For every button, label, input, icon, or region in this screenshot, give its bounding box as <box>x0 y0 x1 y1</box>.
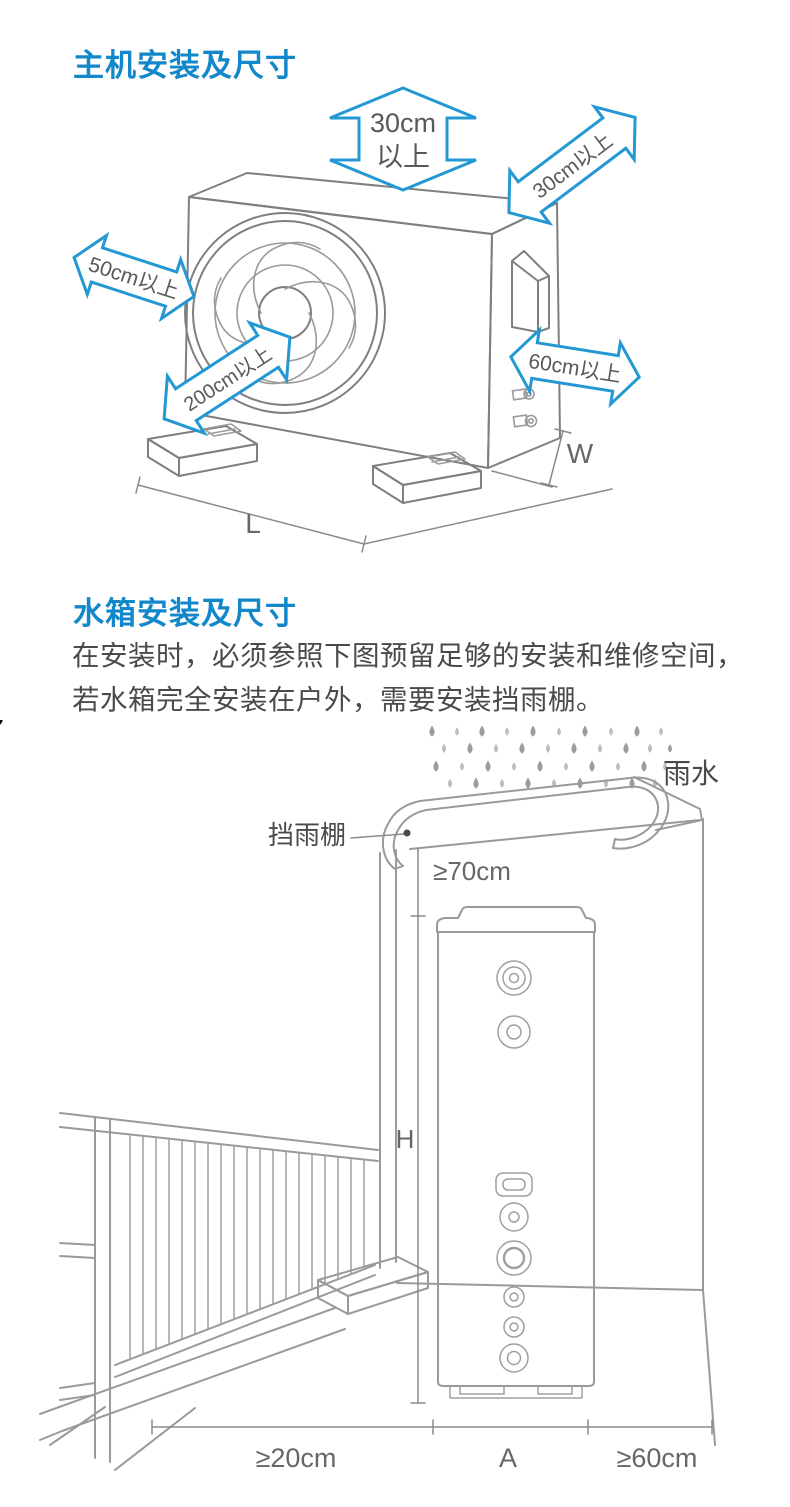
tank-installation-diagram: 雨水 挡雨棚 <box>0 720 719 1473</box>
water-tank-drawing <box>436 906 596 1399</box>
left-clearance-dim-label: ≥20cm <box>256 1443 337 1473</box>
right-clearance-dim-label: ≥60cm <box>617 1443 698 1473</box>
rain-icon <box>0 720 672 789</box>
tank-fittings <box>495 960 533 1373</box>
unit-side-face <box>487 202 561 469</box>
dimension-lines <box>135 428 613 553</box>
fan-icon <box>184 212 386 414</box>
top-clearance-label-line1: 30cm <box>370 108 436 138</box>
top-clearance-arrow <box>329 86 477 192</box>
right-clearance-arrow: 60cm以上 <box>508 325 642 409</box>
left-clearance-arrow: 50cm以上 <box>72 231 196 323</box>
vertical-dimension-line <box>410 848 426 1404</box>
length-dim-label: L <box>245 508 261 539</box>
bottom-dimension-line <box>151 1419 713 1435</box>
step-block <box>317 1256 429 1315</box>
clearance-arrows: 30cm 以上 30cm以上 50cm以上 200cm以上 60cm以上 <box>72 86 642 437</box>
side-pipe-cover <box>511 250 550 333</box>
tank-width-dim-label: A <box>499 1443 517 1473</box>
back-clearance-arrow: 30cm以上 <box>507 104 637 226</box>
main-unit-heading: 主机安装及尺寸 <box>73 48 297 83</box>
height-dim-label: H <box>396 1124 415 1154</box>
balcony-structure <box>379 818 716 1446</box>
tank-intro-line2: 若水箱完全安装在户外，需要安装挡雨棚。 <box>72 684 604 715</box>
rain-label: 雨水 <box>663 758 719 789</box>
top-clearance-dim-label: ≥70cm <box>433 856 511 886</box>
tank-intro-text: 在安装时，必须参照下图预留足够的安装和维修空间， 若水箱完全安装在户外，需要安装… <box>72 634 744 722</box>
canopy-leader-line <box>350 829 411 839</box>
rain-canopy-drawing <box>381 776 703 870</box>
pipe-fittings <box>511 388 538 428</box>
top-clearance-label-line2: 以上 <box>376 142 430 172</box>
tank-heading: 水箱安装及尺寸 <box>73 596 297 631</box>
main-unit-diagram: L W 30cm 以上 30cm以上 50cm以上 200cm以上 60cm以上 <box>72 86 642 553</box>
tank-intro-line1: 在安装时，必须参照下图预留足够的安装和维修空间， <box>72 640 744 671</box>
balcony-railing <box>39 1112 429 1471</box>
railing-balusters <box>129 1134 365 1360</box>
canopy-label: 挡雨棚 <box>268 820 346 850</box>
width-dim-label: W <box>567 438 594 469</box>
